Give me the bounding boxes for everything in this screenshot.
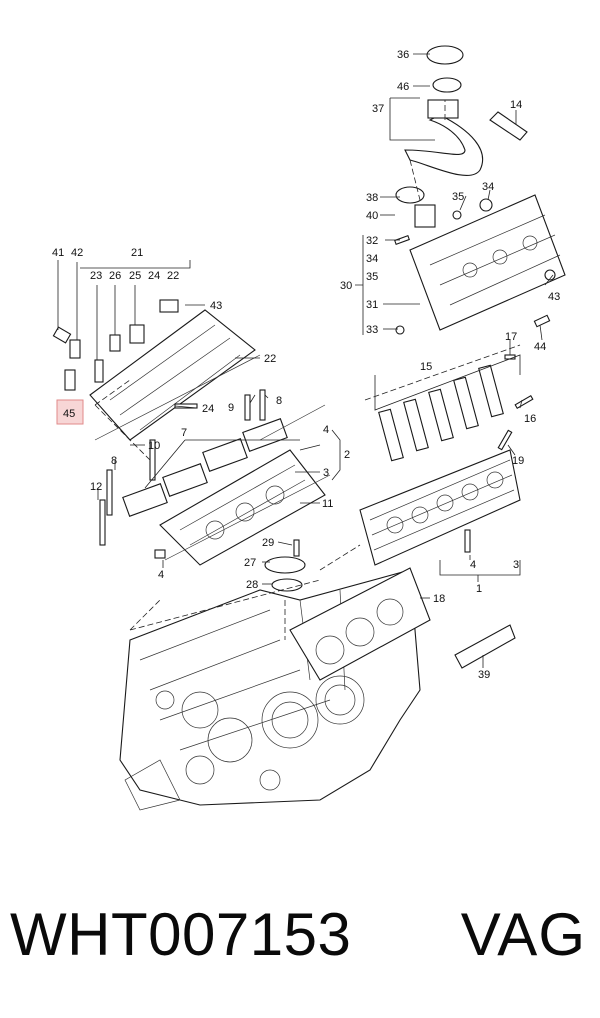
callout-4: 4 [323, 424, 329, 436]
sealant-tube-illustration [454, 624, 516, 669]
callout-12: 12 [90, 481, 102, 493]
callout-21: 21 [131, 247, 143, 259]
part-number-label: WHT007153 [10, 901, 352, 968]
callout-42: 42 [71, 247, 83, 259]
hose-14-illustration [489, 111, 528, 141]
callout-22-top: 22 [167, 270, 179, 282]
callout-27: 27 [244, 557, 256, 569]
callout-16: 16 [524, 413, 536, 425]
stud-4-right [464, 529, 471, 553]
callout-45-highlight [56, 399, 84, 425]
leader-lines [57, 53, 554, 668]
callout-37: 37 [372, 103, 384, 115]
callout-31: 31 [366, 299, 378, 311]
callout-7: 7 [181, 427, 187, 439]
caption-bar: WHT007153 VAG [0, 890, 600, 990]
callout-35-top: 35 [452, 191, 464, 203]
callout-9: 9 [228, 402, 234, 414]
cylinder-head-gasket [289, 567, 431, 681]
callout-40: 40 [366, 210, 378, 222]
callout-28: 28 [246, 579, 258, 591]
callout-43-right: 43 [548, 291, 560, 303]
callout-10: 10 [148, 440, 160, 452]
callout-34-top: 34 [482, 181, 494, 193]
callout-41: 41 [52, 247, 64, 259]
callout-43: 43 [210, 300, 222, 312]
callout-34: 34 [366, 253, 378, 265]
callout-15: 15 [420, 361, 432, 373]
cylinder-head-left-illustration [159, 449, 326, 566]
callout-35: 35 [366, 271, 378, 283]
callout-25: 25 [129, 270, 141, 282]
oil-filler-cap-illustration [426, 45, 464, 119]
callout-3-right: 3 [513, 559, 519, 571]
callout-46: 46 [397, 81, 409, 93]
callout-39: 39 [478, 669, 490, 681]
callout-4-left: 4 [158, 569, 164, 581]
callout-38: 38 [366, 192, 378, 204]
breather-hose-illustration [404, 114, 484, 176]
callout-32: 32 [366, 235, 378, 247]
callout-3: 3 [323, 467, 329, 479]
cylinder-head-right-illustration [359, 449, 521, 566]
callout-24-top: 24 [148, 270, 160, 282]
small-parts-left [52, 324, 198, 409]
callout-36: 36 [397, 49, 409, 61]
callout-30: 30 [340, 280, 352, 292]
gasket-11 [164, 474, 331, 561]
brand-label: VAG [460, 901, 586, 968]
valve-cover-left-illustration [89, 299, 256, 441]
bolts-left [99, 389, 266, 559]
callout-44: 44 [534, 341, 546, 353]
callout-33: 33 [366, 324, 378, 336]
gasket-22 [94, 354, 261, 441]
callout-4-right: 4 [470, 559, 476, 571]
callout-29: 29 [262, 537, 274, 549]
callout-24: 24 [202, 403, 214, 415]
callout-26: 26 [109, 270, 121, 282]
exploded-parts-diagram: 36 46 37 14 34 35 38 40 32 34 35 30 31 3… [52, 45, 566, 811]
sensor-27-28-29 [264, 539, 306, 592]
callout-14: 14 [510, 99, 522, 111]
small-parts-right [394, 198, 556, 451]
assembly-lines [94, 100, 521, 640]
callout-45: 45 [63, 408, 75, 420]
callout-19: 19 [512, 455, 524, 467]
callout-11: 11 [322, 498, 333, 510]
rocker-arms-left-illustration [122, 404, 326, 517]
callout-8: 8 [111, 455, 117, 467]
valve-cover-right-illustration [409, 194, 566, 331]
callout-22: 22 [264, 353, 276, 365]
filler-neck-illustration [395, 186, 436, 228]
callout-23: 23 [90, 270, 102, 282]
callout-labels: 36 46 37 14 34 35 38 40 32 34 35 30 31 3… [52, 49, 560, 681]
callout-2: 2 [344, 449, 350, 461]
callout-8-top: 8 [276, 395, 282, 407]
callout-18: 18 [433, 593, 445, 605]
rocker-arms-right-illustration [378, 364, 504, 462]
callout-1: 1 [476, 583, 482, 595]
callout-17: 17 [505, 331, 517, 343]
